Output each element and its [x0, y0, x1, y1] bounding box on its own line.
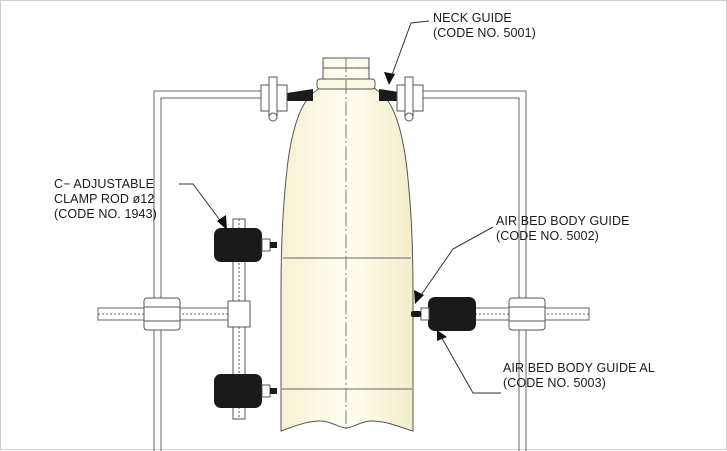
air-bed-body-guide: [411, 297, 476, 331]
clamp-block: [227, 300, 251, 328]
neck-guide: [260, 76, 424, 122]
neck-guide-code: (CODE NO. 5001): [433, 26, 536, 40]
clamp-rod-code: (CODE NO. 1943): [54, 207, 157, 221]
clamp-guide-upper: [214, 228, 277, 262]
air-bed-guide-al-code: (CODE NO. 5003): [503, 376, 606, 390]
clamp-rod-line1: C− ADJUSTABLE: [54, 177, 155, 191]
clamp-guide-lower: [214, 374, 277, 408]
bottle: [280, 57, 414, 432]
air-bed-guide-name: AIR BED BODY GUIDE: [496, 214, 630, 228]
frame: [153, 90, 527, 451]
leader-lines: [179, 20, 501, 394]
clamp-rod-line2: CLAMP ROD ø12: [54, 192, 155, 206]
air-bed-guide-code: (CODE NO. 5002): [496, 229, 599, 243]
leader-arrowheads: [217, 72, 447, 341]
clamp-rod-label: C− ADJUSTABLE CLAMP ROD ø12 (CODE NO. 19…: [54, 177, 157, 222]
air-bed-guide-al-label: AIR BED BODY GUIDE AL (CODE NO. 5003): [503, 361, 655, 391]
air-bed-guide-al-name: AIR BED BODY GUIDE AL: [503, 361, 655, 375]
hex-nut-left: [143, 297, 181, 331]
neck-guide-label: NECK GUIDE (CODE NO. 5001): [433, 11, 536, 41]
hex-nut-right: [508, 297, 546, 331]
air-bed-guide-label: AIR BED BODY GUIDE (CODE NO. 5002): [496, 214, 630, 244]
neck-guide-name: NECK GUIDE: [433, 11, 512, 25]
